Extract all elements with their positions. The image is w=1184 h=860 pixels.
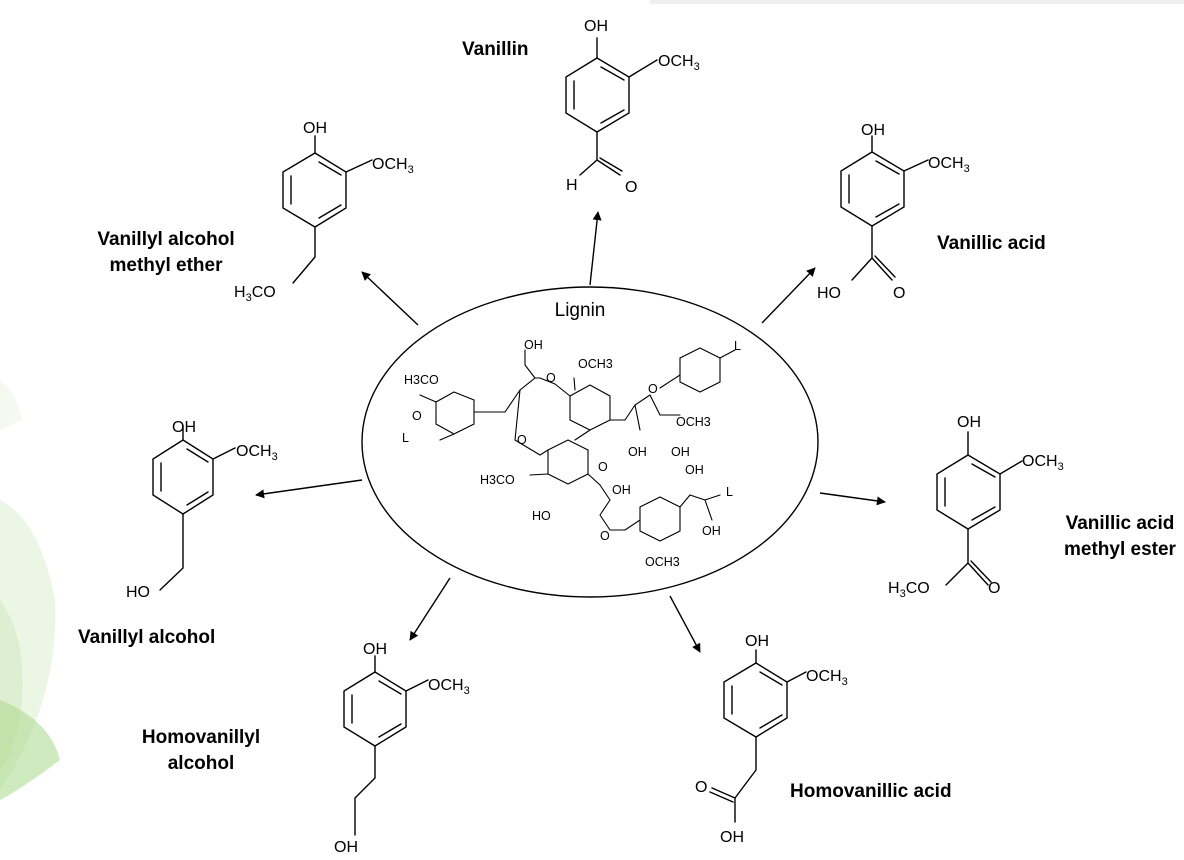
lignin-atom: L [402,431,409,445]
lignin-atom: O [600,529,610,543]
compound-name: Vanillic acid [937,233,1046,254]
atom-label: OH [172,419,196,436]
benzene-ring [282,152,347,228]
leaf-decoration [0,380,60,800]
atom-label: OCH3 [1022,453,1064,473]
lignin-atom: OH [671,445,690,459]
atom-label: H3CO [888,580,930,600]
lignin-atom: L [734,339,741,353]
lignin-atom: OCH3 [645,555,680,569]
atom-label: HO [126,584,150,601]
atom-label: OH [303,120,327,137]
atom-label: H3CO [234,284,276,304]
atom-label: OCH3 [372,156,414,176]
reaction-arrows [255,211,886,653]
arrow-to-homovanillic-acid [669,595,701,653]
atom-label: OH [745,633,769,650]
compound-name: Vanillyl alcohol [97,229,234,250]
lignin-ring-center-upper [569,384,611,431]
atom-label: O [625,179,637,196]
atom-label: OH [363,641,387,658]
lignin-atom: O [517,433,527,447]
atom-label: OCH3 [658,53,700,73]
lignin-atom: O [648,382,658,396]
atom-label: O [695,779,707,796]
lignin-ring-right-lower [639,496,681,542]
arrow-to-vanillyl-alcohol [255,479,363,499]
atom-label: OH [334,839,358,855]
lignin-ring-right-upper [679,347,721,393]
lignin-atom: OH [612,483,631,497]
lignin-atom: OH [628,445,647,459]
atom-label: HO [817,285,841,302]
lignin-atom: OH [702,524,721,538]
lignin-ring-center-lower [547,439,589,485]
lignin-atom: OCH3 [676,415,711,429]
compound-name: methyl ester [1064,539,1177,560]
compound-name: Vanillyl alcohol [78,627,215,648]
atom-label: OH [861,122,885,139]
arrow-to-vanillin [589,211,602,286]
compound-name: Vanillic acid [1066,513,1175,534]
compound-vanillyl-alcohol: OH OCH3 HO Vanillyl alcohol [78,419,278,648]
lignin-atom: L [726,485,733,499]
atom-label: O [988,580,1000,597]
compound-name: Homovanillyl [142,727,260,748]
compound-vanillin: OH OCH3 H O Vanillin [462,18,700,196]
arrow-to-homovanillyl-alcohol [409,577,451,641]
compound-vanillic-acid: OH OCH3 HO O Vanillic acid [817,122,1046,302]
benzene-ring [723,662,788,738]
compound-name: methyl ether [110,255,224,276]
lignin-atom: OH [524,338,543,352]
lignin-atom: HO [532,509,551,523]
lignin-atom: H3CO [404,373,439,387]
compound-homovanillic-acid: OH OCH3 O OH Homovanillic acid [695,633,952,846]
arrow-to-vanillic-acid-methyl-ester [819,492,886,506]
compound-homovanillyl-alcohol: OH OCH3 OH Homovanillyl alcohol [142,641,470,856]
lignin-atom: O [598,460,608,474]
atom-label: OCH3 [236,443,278,463]
atom-label: OCH3 [928,155,970,175]
compound-name: Homovanillic acid [790,781,952,802]
lignin-atom: OCH3 [578,357,613,371]
atom-label: OCH3 [428,677,470,697]
benzene-ring [840,151,905,227]
compound-name: Vanillin [462,39,529,60]
arrow-to-vanillyl-alcohol-methyl-ether [361,271,419,326]
lignin-structure: Lignin OH H3CO O L O O OCH3 O L OCH3 OH … [361,286,819,598]
atom-label: OH [720,829,744,846]
lignin-ring-left [435,391,475,435]
lignin-atom: OH [685,463,704,477]
lignin-label: Lignin [555,300,606,321]
atom-label: O [893,285,905,302]
lignin-ellipse [361,286,819,598]
atom-label: OH [957,414,981,431]
benzene-ring [343,671,407,747]
benzene-ring [152,439,214,515]
lignin-atom: H3CO [480,473,515,487]
lignin-atom: O [546,371,556,385]
atom-label: H [566,177,578,194]
compound-vanillic-acid-methyl-ester: OH OCH3 H3CO O Vanillic acid methyl este… [888,414,1177,600]
benzene-ring [565,57,630,133]
atom-label: OCH3 [806,668,848,688]
top-bar-decoration [650,0,1184,4]
arrow-to-vanillic-acid [761,267,816,324]
compound-name: alcohol [168,753,235,774]
benzene-ring [936,454,1001,530]
compound-vanillyl-alcohol-methyl-ether: OH OCH3 H3CO Vanillyl alcohol methyl eth… [97,120,413,304]
lignin-atom: O [412,409,422,423]
atom-label: OH [584,18,608,35]
